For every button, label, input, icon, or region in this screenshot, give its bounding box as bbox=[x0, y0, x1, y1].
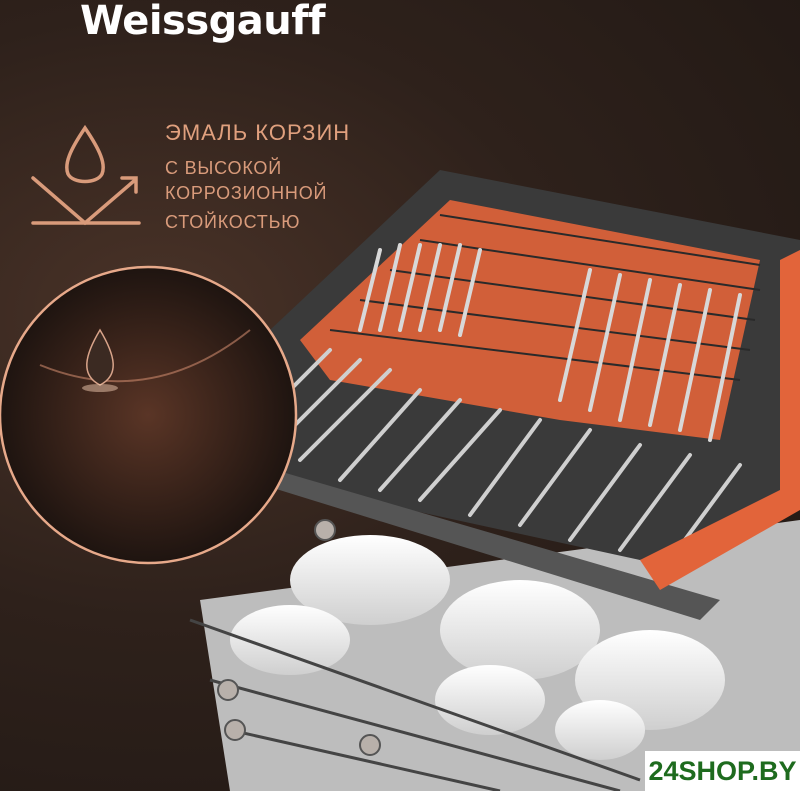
shop-watermark: 24SHOP.BY bbox=[645, 751, 800, 791]
feature-line: С ВЫСОКОЙ bbox=[165, 158, 282, 178]
water-drop-repel-icon bbox=[31, 124, 141, 226]
feature-line: СТОЙКОСТЬЮ bbox=[165, 212, 301, 232]
feature-line: КОРРОЗИОННОЙ bbox=[165, 183, 328, 203]
feature-title: ЭМАЛЬ КОРЗИН bbox=[165, 120, 351, 145]
brand-logo: Weissgauff bbox=[80, 0, 326, 44]
